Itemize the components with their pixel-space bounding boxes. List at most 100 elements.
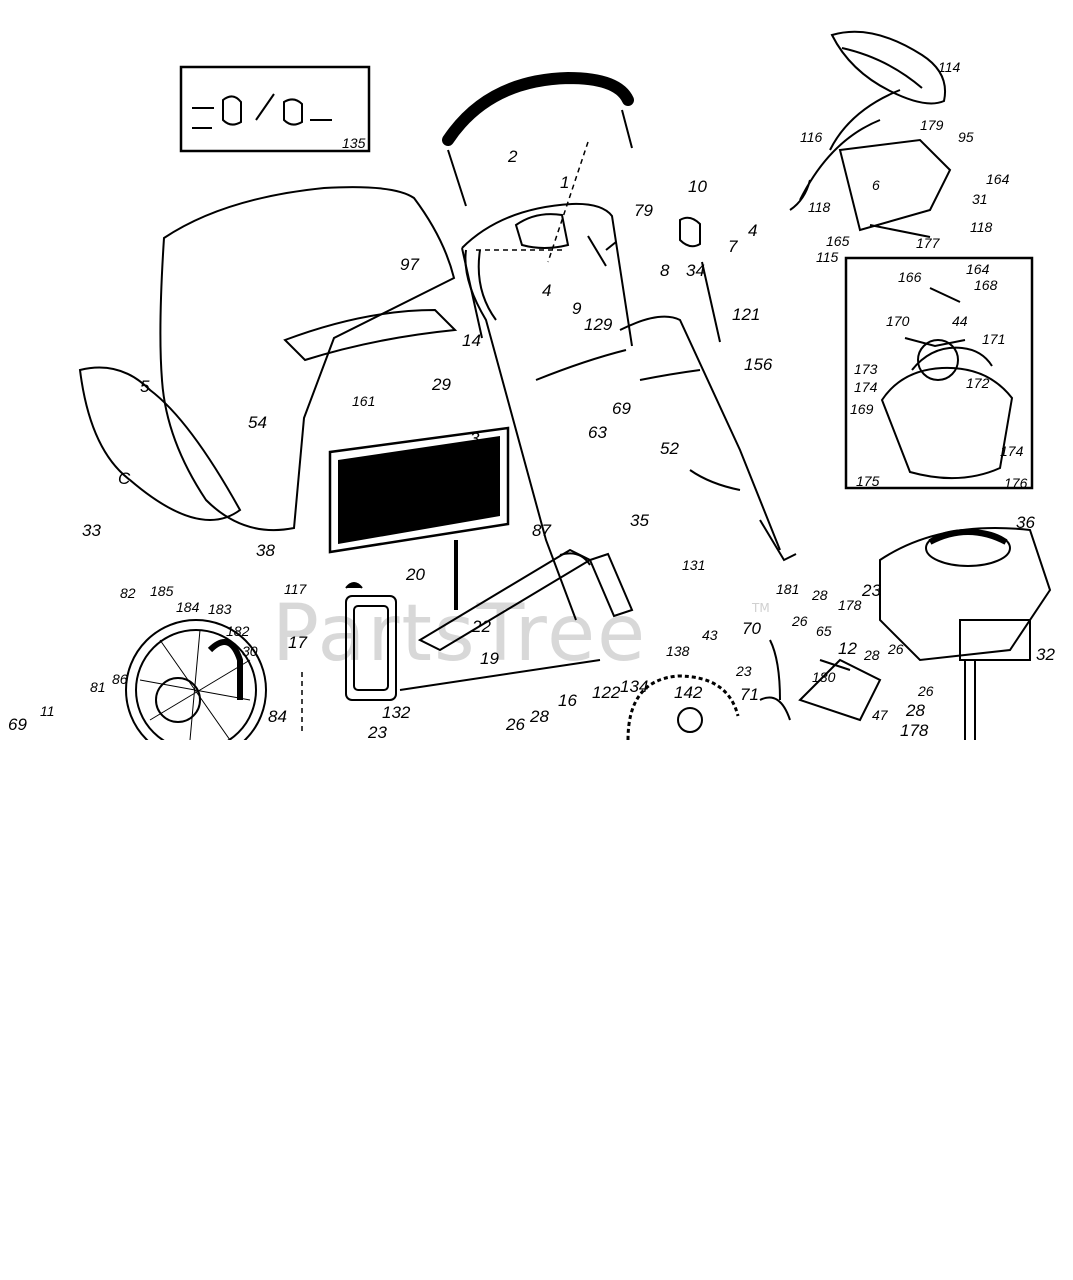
part-label: 168: [974, 277, 998, 293]
part-label: 26: [887, 641, 904, 657]
part-label: 30: [242, 643, 258, 659]
part-label: 164: [966, 261, 990, 277]
part-label: 26: [505, 715, 525, 734]
part-label: 171: [982, 331, 1005, 347]
part-label: 156: [744, 355, 773, 374]
part-label: 114: [938, 59, 961, 75]
part-label: C: [118, 469, 131, 488]
part-label: 16: [558, 691, 577, 710]
part-label: 32: [1036, 645, 1055, 664]
handle-35: [535, 315, 781, 551]
part-label: 175: [856, 473, 880, 489]
part-label: 95: [958, 129, 974, 145]
part-label: 184: [176, 599, 200, 615]
deck-plate: [399, 548, 601, 691]
part-label: 165: [826, 233, 850, 249]
inset-box-135: [179, 65, 371, 153]
part-label: 177: [916, 235, 941, 251]
part-label: 1: [560, 173, 569, 192]
part-label: 182: [226, 623, 250, 639]
part-label: 118: [808, 199, 831, 215]
handle-14: [464, 249, 577, 621]
part-label: 172: [966, 375, 990, 391]
deflector-5: [78, 366, 242, 521]
part-label: 29: [431, 375, 451, 394]
part-label: 28: [811, 587, 828, 603]
part-label: 87: [532, 521, 551, 540]
handle-grip-2: [442, 71, 634, 146]
part-label: 174: [854, 379, 878, 395]
part-label: 12: [838, 639, 857, 658]
part-label: 7: [728, 237, 738, 256]
part-label: 164: [986, 171, 1010, 187]
part-label: 54: [248, 413, 267, 432]
engine-36: [879, 527, 1052, 662]
part-label: 181: [776, 581, 799, 597]
part-label: 176: [1004, 475, 1028, 491]
part-label: 178: [900, 721, 929, 740]
part-label: 121: [732, 305, 760, 324]
part-label: 138: [666, 643, 690, 659]
part-label: 8: [660, 261, 670, 280]
part-label: 132: [382, 703, 411, 722]
part-label: 22: [471, 617, 491, 636]
part-label: 135: [342, 135, 366, 151]
part-label: 38: [256, 541, 275, 560]
part-label: 129: [584, 315, 613, 334]
part-label: 86: [112, 671, 128, 687]
part-label: 63: [588, 423, 607, 442]
part-label: 19: [480, 649, 499, 668]
blower-housing: [880, 366, 1014, 480]
part-label: 35: [630, 511, 649, 530]
rod-116: [789, 89, 901, 211]
part-label: 28: [863, 647, 880, 663]
part-label: 166: [898, 269, 922, 285]
part-label: 174: [1000, 443, 1024, 459]
part-label: 183: [208, 601, 232, 617]
part-label: 79: [634, 201, 653, 220]
part-label: 81: [90, 679, 106, 695]
part-label: 10: [688, 177, 707, 196]
part-label: 36: [1016, 513, 1035, 532]
part-label: 31: [972, 191, 988, 207]
grass-bag-38: [159, 186, 456, 532]
part-label: 169: [850, 401, 874, 417]
part-label: 131: [682, 557, 705, 573]
part-label: 5: [140, 377, 150, 396]
inset-parts: [192, 93, 332, 129]
part-label: 179: [920, 117, 944, 133]
part-label: 26: [791, 613, 808, 629]
part-label: 185: [150, 583, 174, 599]
part-label: 23: [735, 663, 752, 679]
part-label: 122: [592, 683, 621, 702]
bag-mesh: [338, 436, 500, 544]
part-label: 23: [367, 723, 387, 740]
bag-frame-97: [283, 308, 458, 362]
bracket-6: [838, 138, 952, 238]
drawing-lines: [78, 30, 1052, 740]
part-label: 3: [470, 429, 480, 448]
part-label: 82: [120, 585, 136, 601]
part-label: 34: [686, 261, 705, 280]
rod-52: [639, 369, 741, 491]
watermark: PartsTree: [272, 589, 647, 679]
part-label: 170: [886, 313, 910, 329]
part-label: 26: [917, 683, 934, 699]
part-label: 115: [816, 249, 839, 265]
part-label: 117: [284, 581, 308, 597]
part-label: 28: [529, 707, 549, 726]
part-label: 70: [742, 619, 761, 638]
watermark-tm: TM: [751, 601, 770, 615]
part-label: 47: [872, 707, 889, 723]
part-label: 65: [816, 623, 832, 639]
part-label: 118: [970, 219, 993, 235]
blank-area: [0, 740, 1073, 1280]
part-label: 17: [288, 633, 307, 652]
part-label: 2: [507, 147, 518, 166]
door-17: [345, 595, 397, 701]
part-label: 178: [838, 597, 862, 613]
part-label: 52: [660, 439, 679, 458]
wheel: [125, 619, 267, 740]
bracket-65: [798, 658, 882, 722]
part-label: 6: [872, 177, 880, 193]
